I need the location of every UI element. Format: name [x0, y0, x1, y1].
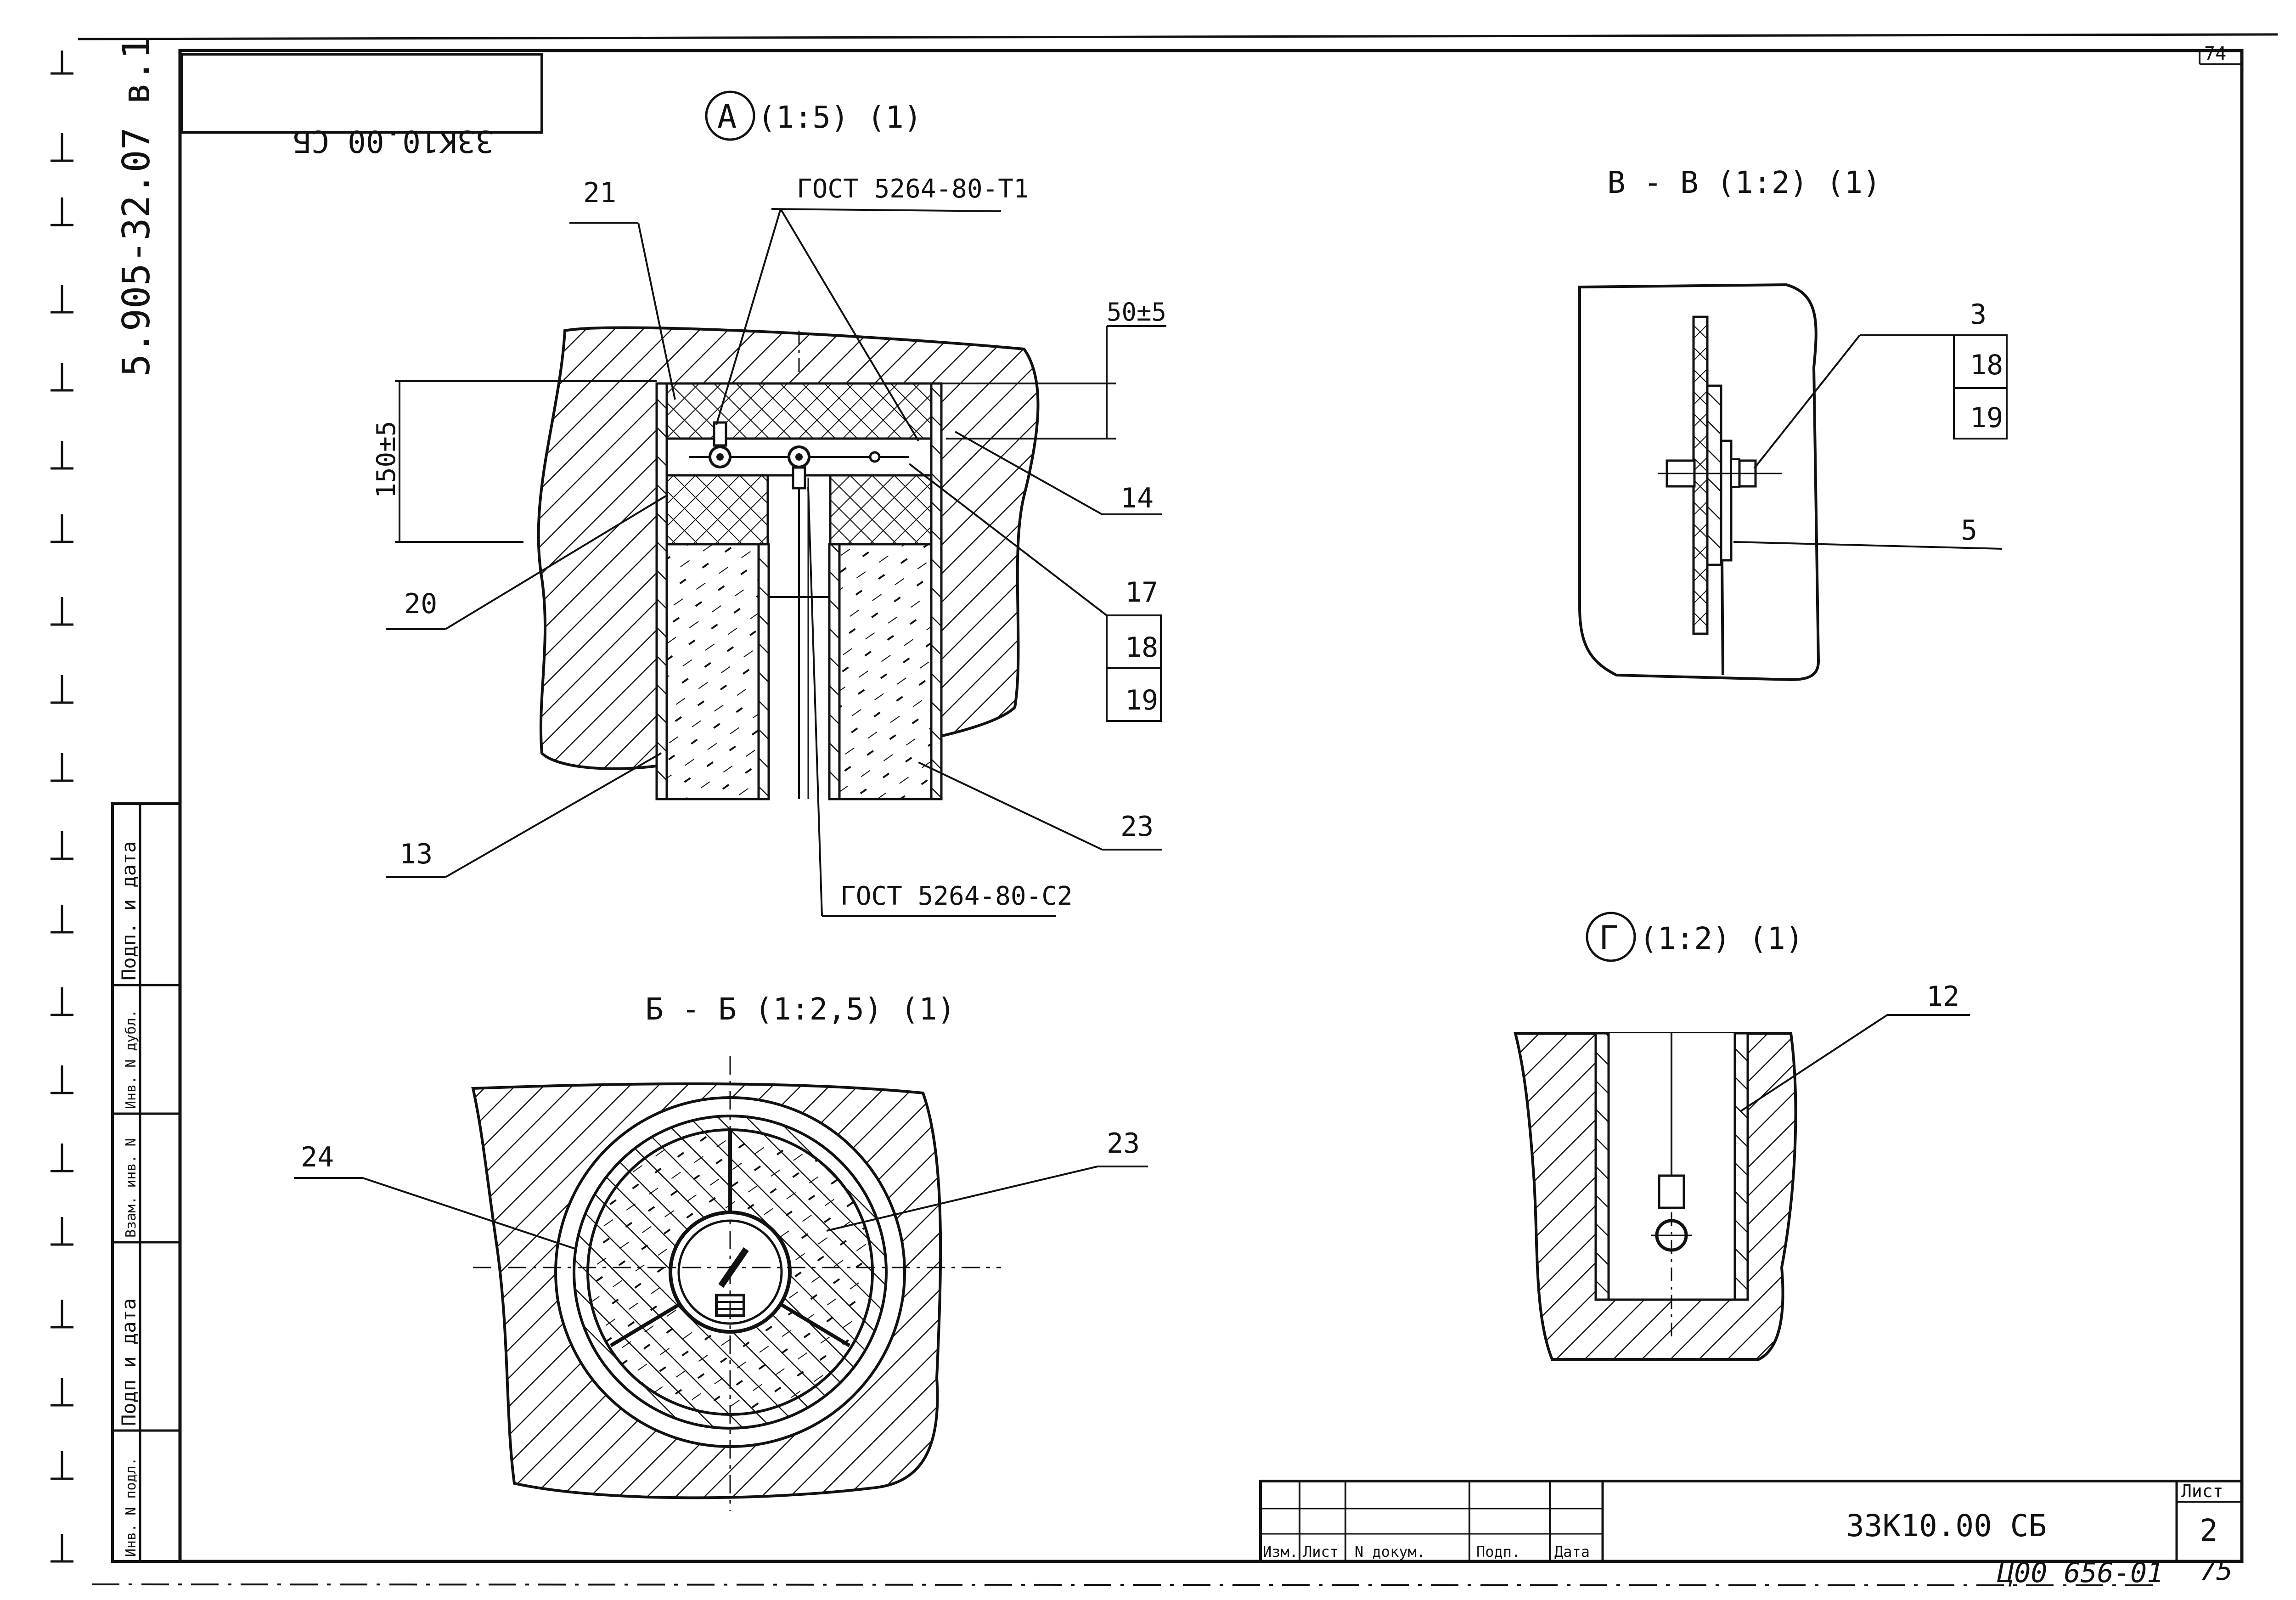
left-edge-ticks — [51, 51, 73, 1563]
left-strip: Подп. и дата Инв. N дубл. Взам. инв. N П… — [111, 802, 181, 1563]
tb-col-date: Дата — [1554, 1543, 1590, 1561]
ref-23b: 23 — [1107, 1127, 1140, 1160]
side-doc-number: 5.905-32.07 в.1 — [115, 36, 158, 377]
ref-18a: 18 — [1125, 631, 1158, 664]
strip-label-4: Подп и дата — [118, 1298, 140, 1426]
ref-17: 17 — [1125, 576, 1158, 608]
title-block: Изм. Лист N докум. Подп. Дата 33К10.00 С… — [1259, 1480, 2243, 1563]
corner-sheet-number: 74 — [2204, 43, 2226, 64]
footer-page-no: 75 — [2200, 1555, 2233, 1587]
ref-18b: 18 — [1970, 349, 2003, 381]
weld-top-label: ГОСТ 5264-80-Т1 — [797, 174, 1029, 204]
ref-5: 5 — [1961, 514, 1977, 546]
view-g: Г (1:2) (1) 12 — [1514, 912, 1970, 1361]
dim-150: 150±5 — [371, 421, 401, 498]
view-b: Б - Б (1:2,5) (1) 24 23 — [294, 992, 1148, 1511]
tb-designation: 33К10.00 СБ — [1846, 1508, 2047, 1544]
footer-handwritten: Ц00 656-01 — [1997, 1557, 2163, 1589]
mirrored-stamp-text: 33К10.00 СБ — [293, 124, 494, 159]
view-v: В - В (1:2) (1) 3 18 19 5 — [1578, 165, 2008, 682]
view-b-title: Б - Б (1:2,5) (1) — [645, 992, 956, 1027]
ref-19b: 19 — [1970, 402, 2003, 434]
ref-14: 14 — [1120, 482, 1154, 514]
tb-col-doc: N докум. — [1355, 1543, 1425, 1561]
ref-12: 12 — [1926, 980, 1959, 1013]
view-g-mark: Г — [1599, 919, 1618, 957]
dim-50: 50±5 — [1107, 298, 1166, 327]
tb-sheet-number: 2 — [2200, 1513, 2218, 1548]
weld-bottom-label: ГОСТ 5264-80-С2 — [840, 881, 1073, 911]
ref-20: 20 — [404, 588, 437, 620]
tb-sheet-label: Лист — [2181, 1481, 2223, 1501]
ref-3: 3 — [1970, 299, 1986, 331]
strip-label-1: Подп. и дата — [118, 841, 140, 980]
view-a-title: (1:5) (1) — [758, 100, 922, 135]
ref-19a: 19 — [1125, 684, 1158, 716]
tb-col-list: Лист — [1303, 1543, 1339, 1561]
ref-13: 13 — [400, 838, 433, 870]
strip-label-5: Инв. N подл. — [123, 1457, 139, 1557]
mirrored-stamp: 33К10.00 СБ — [180, 53, 543, 159]
tb-col-izm: Изм. — [1263, 1543, 1298, 1561]
strip-label-3: Взам. инв. N — [123, 1138, 139, 1238]
view-a-mark: А — [717, 98, 737, 135]
ref-21: 21 — [583, 177, 616, 209]
sheet-frame — [78, 33, 2278, 1586]
view-a: А (1:5) (1) — [371, 90, 1166, 917]
view-v-title: В - В (1:2) (1) — [1607, 165, 1881, 200]
tb-col-sign: Подп. — [1476, 1543, 1520, 1561]
view-g-title: (1:2) (1) — [1639, 921, 1804, 956]
ref-24: 24 — [301, 1141, 334, 1173]
ref-23a: 23 — [1120, 811, 1154, 843]
strip-label-2: Инв. N дубл. — [123, 1009, 139, 1109]
